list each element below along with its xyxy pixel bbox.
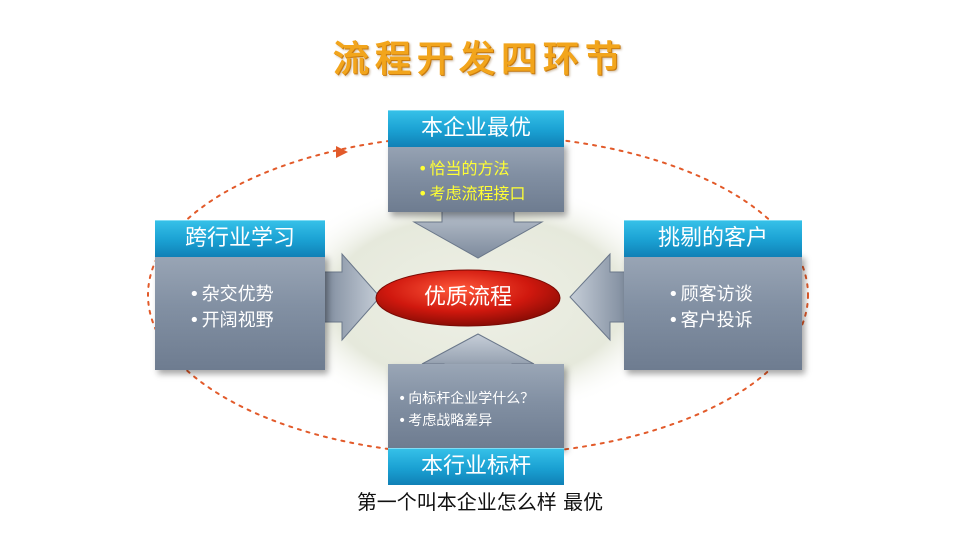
box-right-items: 顾客访谈 客户投诉 xyxy=(668,282,753,334)
box-top: 恰当的方法 考虑流程接口 xyxy=(388,142,564,212)
box-left-items: 杂交优势 开阔视野 xyxy=(189,282,274,334)
box-left: 杂交优势 开阔视野 xyxy=(155,254,325,370)
box-top-items: 恰当的方法 考虑流程接口 xyxy=(418,156,525,206)
box-top-item: 恰当的方法 xyxy=(418,156,525,181)
center-label: 优质流程 xyxy=(423,285,512,310)
box-right-item: 顾客访谈 xyxy=(668,282,753,308)
box-left-item: 杂交优势 xyxy=(189,282,274,308)
video-subtitle: 第一个叫本企业怎么样 最优 xyxy=(356,490,604,514)
center-node xyxy=(375,269,561,327)
box-bottom-item: 向标杆企业学什么？ xyxy=(398,388,534,410)
arrow-right-to-center xyxy=(321,252,381,342)
box-right: 顾客访谈 客户投诉 xyxy=(624,254,802,370)
cycle-arrow-head xyxy=(336,146,348,158)
box-right-item: 客户投诉 xyxy=(668,308,753,334)
box-left-item: 开阔视野 xyxy=(189,308,274,334)
diagram-title: 流程开发四环节 xyxy=(332,38,627,80)
box-left-header: 跨行业学习 xyxy=(155,220,325,257)
box-bottom-header: 本行业标杆 xyxy=(388,448,564,485)
box-bottom: 向标杆企业学什么？ 考虑战略差异 xyxy=(388,364,564,448)
box-right-header: 挑剔的客户 xyxy=(624,220,802,257)
box-bottom-item: 考虑战略差异 xyxy=(398,410,534,432)
box-top-item: 考虑流程接口 xyxy=(418,181,525,206)
box-bottom-items: 向标杆企业学什么？ 考虑战略差异 xyxy=(398,388,534,432)
box-top-header: 本企业最优 xyxy=(388,110,564,147)
